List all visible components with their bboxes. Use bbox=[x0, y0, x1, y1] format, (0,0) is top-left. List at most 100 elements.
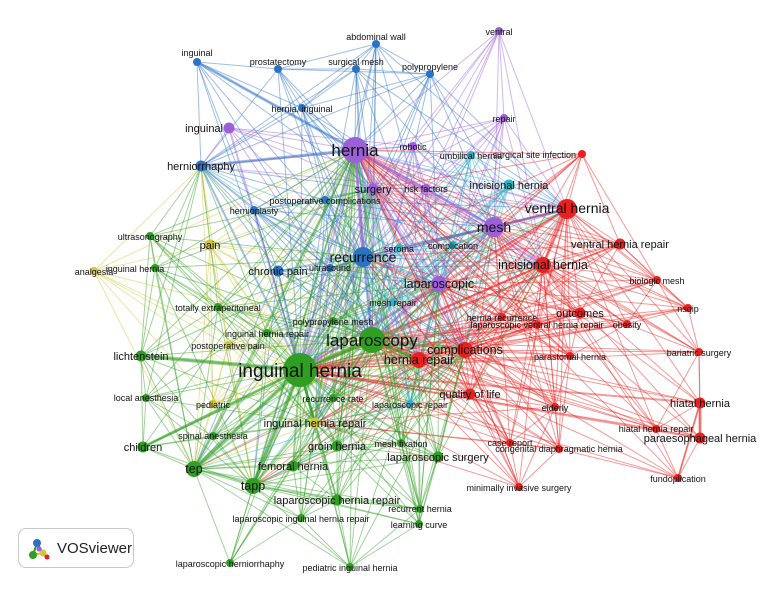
node-inguinal-hernia[interactable] bbox=[283, 353, 317, 387]
node-abdominal-wall[interactable] bbox=[372, 40, 380, 48]
link-surgical-site-infection-ventral-hernia-repair bbox=[581, 153, 621, 245]
link-recurrence-rate-groin-hernia bbox=[332, 397, 338, 447]
node-tapp[interactable] bbox=[245, 478, 261, 494]
link-mesh-fixation-laparoscopic-surgery bbox=[400, 442, 439, 458]
node-inguinal-hernia-small[interactable] bbox=[151, 264, 159, 272]
node-risk-factors[interactable] bbox=[422, 184, 430, 192]
node-postoperative-pain[interactable] bbox=[224, 341, 232, 349]
node-tep[interactable] bbox=[186, 461, 202, 477]
node-fundoplication[interactable] bbox=[674, 474, 682, 482]
node-learning-curve[interactable] bbox=[415, 520, 423, 528]
node-hernia-inguinal[interactable] bbox=[298, 104, 306, 112]
node-incisional-hernia[interactable] bbox=[503, 179, 515, 191]
node-laparoscopic-inguinal-hernia-repair[interactable] bbox=[297, 514, 305, 522]
node-inguinal-hernia-repair[interactable] bbox=[309, 417, 321, 429]
label-repair: repair bbox=[492, 114, 515, 124]
link-bariatric-surgery-incisional-hernia-red bbox=[542, 264, 700, 353]
node-hiatal-hernia-repair[interactable] bbox=[652, 425, 660, 433]
node-hernia-repair[interactable] bbox=[411, 352, 427, 368]
node-chronic-pain[interactable] bbox=[272, 265, 284, 277]
node-biologic-mesh[interactable] bbox=[653, 276, 661, 284]
node-laparoscopic[interactable] bbox=[431, 276, 447, 292]
node-surgery[interactable] bbox=[367, 183, 379, 195]
link-hernia-inguinal-hernia bbox=[299, 149, 356, 371]
node-bariatric-surgery[interactable] bbox=[695, 348, 703, 356]
node-recurrent-hernia[interactable] bbox=[416, 505, 424, 513]
link-biologic-mesh-laparoscopic bbox=[438, 279, 658, 285]
node-laparoscopy[interactable] bbox=[359, 327, 385, 353]
node-seroma[interactable] bbox=[395, 244, 403, 252]
node-pediatric-inguinal-hernia[interactable] bbox=[346, 563, 354, 571]
node-polypropylene[interactable] bbox=[426, 70, 434, 78]
node-recurrence[interactable] bbox=[353, 247, 373, 267]
node-robotic[interactable] bbox=[409, 142, 417, 150]
node-analgesia[interactable] bbox=[90, 267, 98, 275]
node-laparoscopic-repair[interactable] bbox=[406, 400, 414, 408]
node-complication[interactable] bbox=[449, 241, 457, 249]
node-repair[interactable] bbox=[500, 114, 508, 122]
node-herniorrhaphy[interactable] bbox=[195, 160, 207, 172]
link-learning-curve-inguinal-hernia bbox=[299, 369, 420, 525]
link-laparoscopic-surgery-laparoscopic bbox=[437, 283, 440, 458]
node-pediatric[interactable] bbox=[209, 400, 217, 408]
node-elderly[interactable] bbox=[551, 403, 559, 411]
link-laparoscopic-repair-tep bbox=[193, 403, 411, 470]
link-pediatric-inguinal-hernia-repair bbox=[212, 403, 316, 424]
node-postoperative-complications[interactable] bbox=[321, 196, 329, 204]
link-inguinal-hernia-repair-top-recurrence bbox=[266, 256, 364, 334]
node-ultrasonography[interactable] bbox=[146, 232, 154, 240]
node-inguinal-hernia-repair-top[interactable] bbox=[263, 329, 271, 337]
link-surgical-site-infection-laparoscopic bbox=[438, 153, 583, 285]
node-inguinal-2[interactable] bbox=[223, 122, 235, 134]
node-surgical-site-infection[interactable] bbox=[578, 150, 586, 158]
node-groin-hernia[interactable] bbox=[331, 440, 343, 452]
node-incisional-hernia-red[interactable] bbox=[535, 257, 551, 273]
node-recurrence-rate[interactable] bbox=[329, 394, 337, 402]
node-laparoscopic-ventral-hernia-repair[interactable] bbox=[533, 321, 541, 329]
node-hiatal-hernia[interactable] bbox=[694, 397, 706, 409]
node-femoral-hernia[interactable] bbox=[287, 460, 299, 472]
link-analgesia-inguinal-hernia-repair bbox=[93, 270, 316, 424]
label-inguinal: inguinal bbox=[181, 48, 212, 58]
node-children[interactable] bbox=[137, 441, 149, 453]
node-mesh[interactable] bbox=[484, 217, 504, 237]
link-elderly-hernia bbox=[354, 149, 556, 408]
node-paraesophageal-hernia[interactable] bbox=[694, 432, 706, 444]
label-mesh: mesh bbox=[477, 219, 511, 235]
node-quality-of-life[interactable] bbox=[464, 388, 476, 400]
node-laparoscopic-surgery[interactable] bbox=[432, 451, 444, 463]
link-risk-factors-hernia-repair bbox=[418, 187, 427, 361]
node-hernia-recurrence[interactable] bbox=[498, 313, 506, 321]
node-polypropylene-mesh[interactable] bbox=[329, 317, 337, 325]
node-mesh-fixation[interactable] bbox=[397, 439, 405, 447]
node-case-report[interactable] bbox=[506, 439, 514, 447]
node-spinal-anesthesia[interactable] bbox=[209, 432, 217, 440]
node-umbilical-hernia[interactable] bbox=[467, 151, 475, 159]
node-congenital-diaphragmatic-hernia[interactable] bbox=[555, 445, 563, 453]
node-surgical-mesh[interactable] bbox=[352, 65, 360, 73]
node-ventral-hernia-repair[interactable] bbox=[614, 238, 626, 250]
node-hernioplasty[interactable] bbox=[250, 206, 258, 214]
node-local-anesthesia[interactable] bbox=[142, 394, 150, 402]
node-obesity[interactable] bbox=[623, 320, 631, 328]
node-nsqip[interactable] bbox=[684, 304, 692, 312]
node-laparoscopic-herniorrhaphy[interactable] bbox=[226, 559, 234, 567]
node-laparoscopic-hernia-repair[interactable] bbox=[331, 494, 343, 506]
node-inguinal[interactable] bbox=[193, 58, 201, 66]
node-mesh-repair[interactable] bbox=[389, 298, 397, 306]
node-minimally-invasive-surgery[interactable] bbox=[515, 483, 523, 491]
node-hernia[interactable] bbox=[342, 137, 368, 163]
link-laparoscopic-inguinal-hernia-repair-inguinal-hernia bbox=[299, 369, 302, 519]
node-ventral-hernia[interactable] bbox=[557, 199, 577, 219]
node-prostatectomy[interactable] bbox=[274, 65, 282, 73]
node-ventral[interactable] bbox=[495, 27, 503, 35]
node-totally-extraperitoneal[interactable] bbox=[214, 303, 222, 311]
node-lichtenstein[interactable] bbox=[135, 350, 147, 362]
node-ultrasound[interactable] bbox=[326, 264, 334, 272]
node-parastomal-hernia[interactable] bbox=[566, 352, 574, 360]
node-complications[interactable] bbox=[457, 342, 473, 358]
link-hernia-repair-inguinal-hernia bbox=[299, 359, 420, 371]
node-outcomes[interactable] bbox=[574, 307, 586, 319]
label-surgical-mesh: surgical mesh bbox=[328, 57, 384, 67]
node-pain[interactable] bbox=[204, 239, 216, 251]
